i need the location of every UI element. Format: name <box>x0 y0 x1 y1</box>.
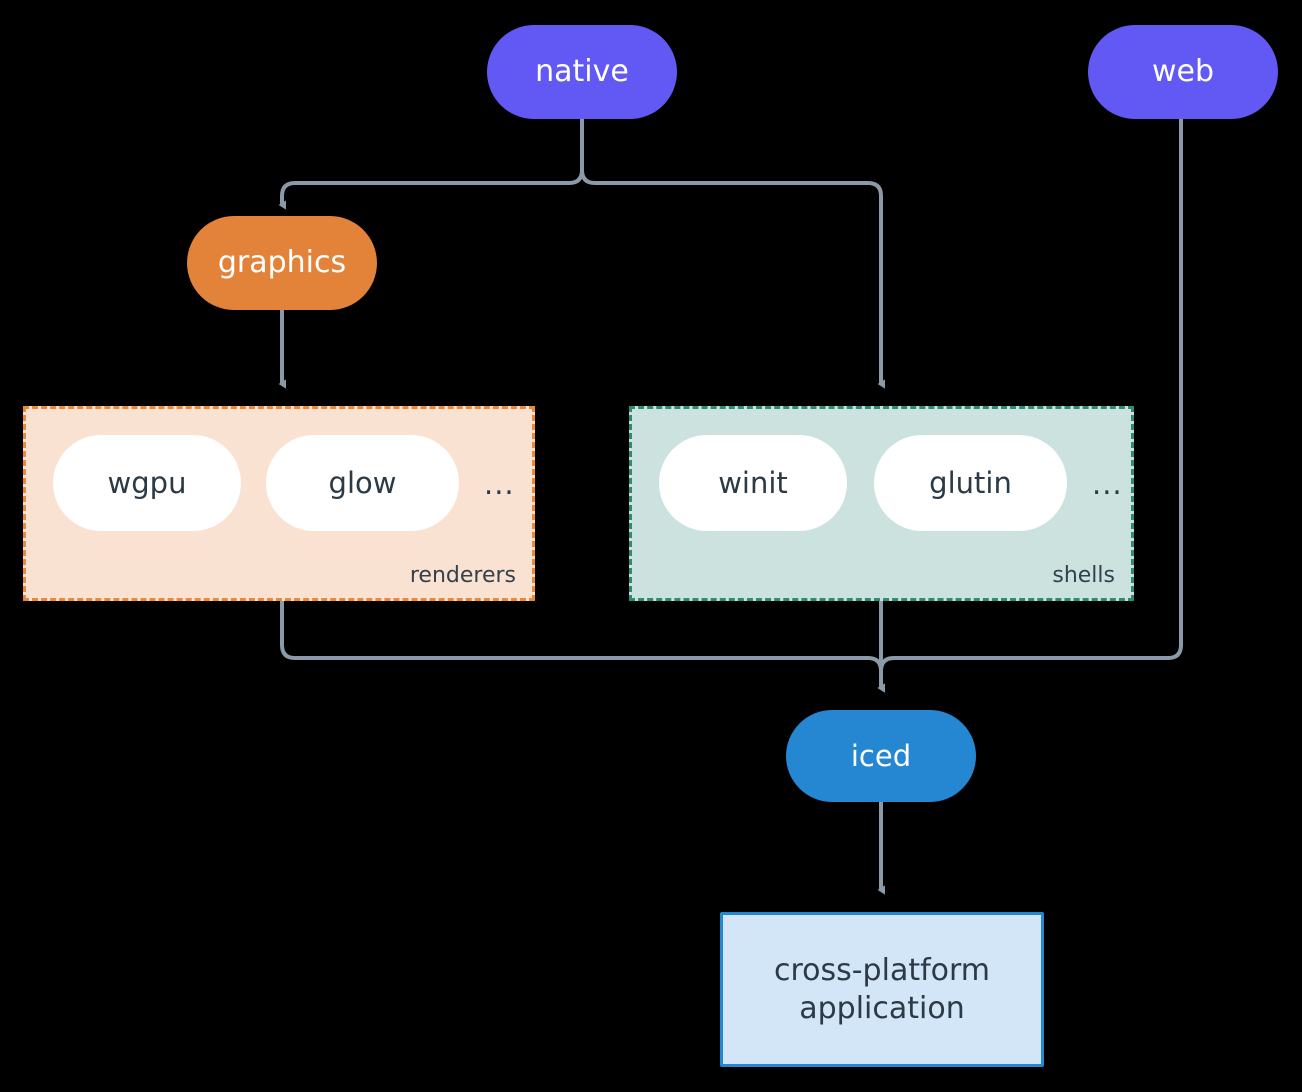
group-item-glutin[interactable]: glutin <box>874 435 1067 531</box>
node-native[interactable]: native <box>487 25 677 119</box>
node-graphics[interactable]: graphics <box>187 216 377 310</box>
application-label-line2: application <box>799 990 965 1026</box>
group-item-glow-label: glow <box>328 466 397 500</box>
edge-native-to-graphics <box>278 119 584 210</box>
node-web[interactable]: web <box>1088 25 1278 119</box>
group-item-wgpu-label: wgpu <box>107 466 187 500</box>
node-native-label: native <box>535 54 629 90</box>
node-web-label: web <box>1151 54 1215 90</box>
node-graphics-label: graphics <box>217 245 347 281</box>
group-shells: winit glutin ... shells <box>629 406 1134 601</box>
group-item-glutin-label: glutin <box>929 466 1012 500</box>
edge-web-to-iced <box>877 119 1183 693</box>
group-item-winit-label: winit <box>718 466 788 500</box>
group-item-winit[interactable]: winit <box>659 435 847 531</box>
group-renderers: wgpu glow ... renderers <box>23 406 535 601</box>
renderers-ellipsis: ... <box>484 467 515 501</box>
node-cross-platform-application[interactable]: cross-platform application <box>720 912 1044 1067</box>
node-iced[interactable]: iced <box>786 710 976 802</box>
group-shells-label: shells <box>1052 563 1115 588</box>
group-item-wgpu[interactable]: wgpu <box>53 435 241 531</box>
group-renderers-label: renderers <box>409 563 516 588</box>
edge-native-to-shells <box>580 119 885 389</box>
shells-ellipsis: ... <box>1092 467 1123 501</box>
node-iced-label: iced <box>850 738 912 773</box>
edge-renderers-to-iced <box>280 601 885 693</box>
group-item-glow[interactable]: glow <box>266 435 459 531</box>
application-label-line1: cross-platform <box>773 953 991 988</box>
